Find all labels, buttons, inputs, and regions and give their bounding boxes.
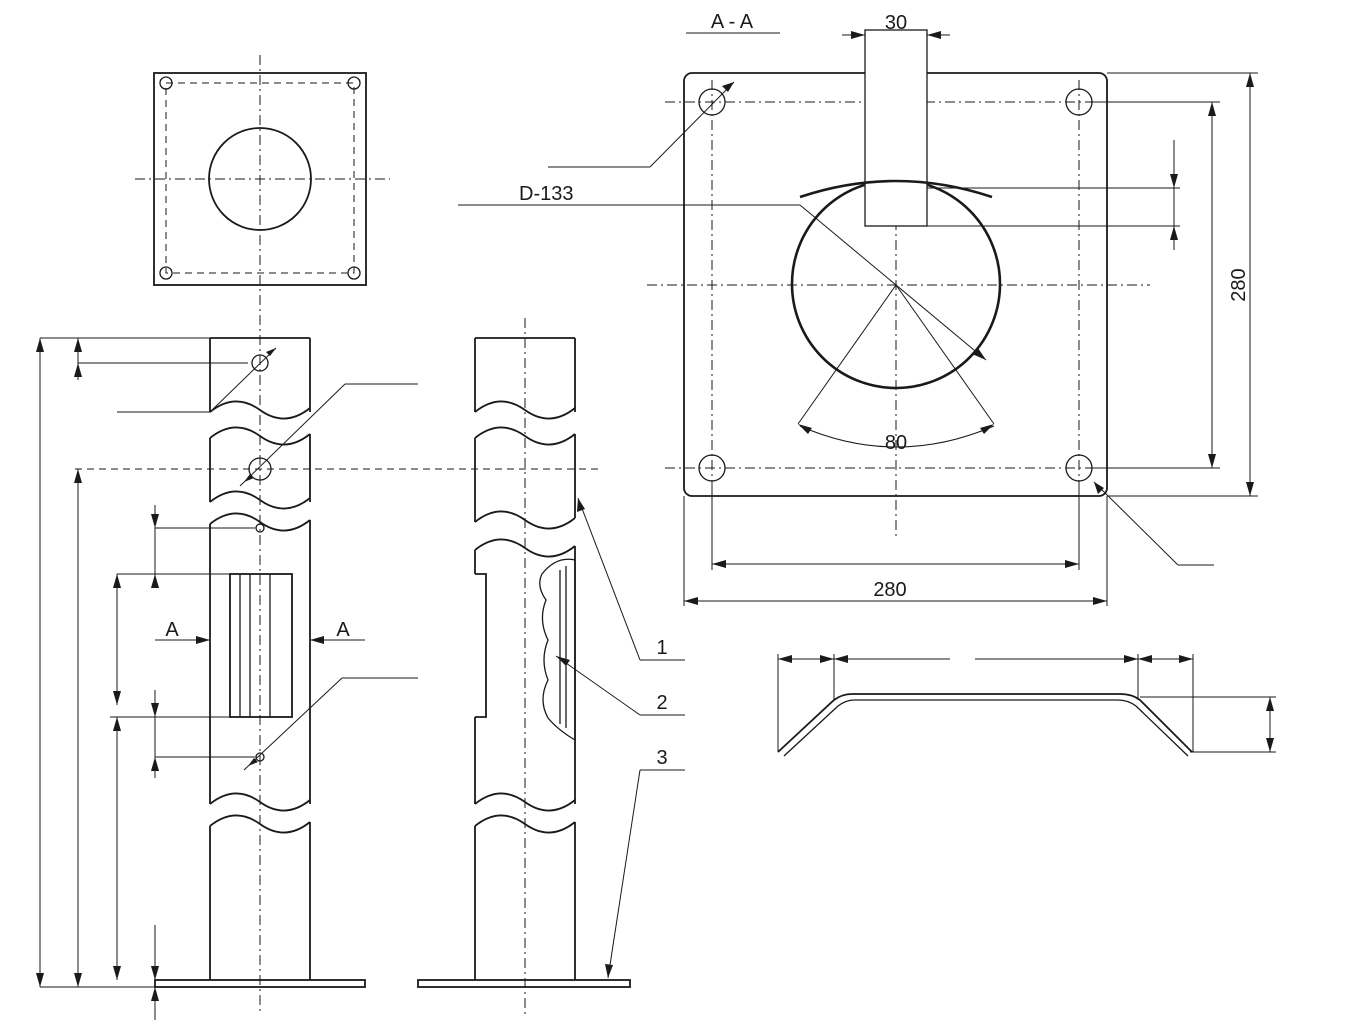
profile-view bbox=[777, 654, 1276, 757]
section-view bbox=[458, 29, 1214, 566]
callout-2: 2 bbox=[656, 692, 667, 714]
dim-angle-width: 80 bbox=[885, 432, 907, 454]
front-view bbox=[75, 337, 600, 988]
cut-marker-right: A bbox=[336, 619, 350, 641]
front-view-dimensions bbox=[36, 337, 418, 1020]
callout-leaders bbox=[555, 497, 685, 979]
section-dimensions bbox=[683, 31, 1258, 606]
cut-marker-left: A bbox=[165, 619, 179, 641]
side-view bbox=[417, 318, 631, 1015]
diameter-label: D-133 bbox=[519, 183, 573, 205]
section-label: A - A bbox=[711, 11, 754, 33]
callout-1: 1 bbox=[656, 637, 667, 659]
top-view bbox=[135, 55, 390, 1015]
dim-slot-width: 30 bbox=[885, 12, 907, 34]
dim-plate-width: 280 bbox=[873, 579, 906, 601]
dim-plate-height: 280 bbox=[1228, 268, 1250, 301]
callout-3: 3 bbox=[656, 747, 667, 769]
